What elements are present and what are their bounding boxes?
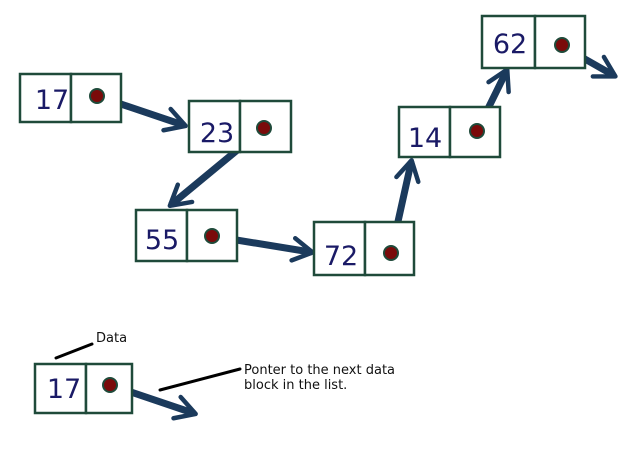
- pointer-label-line2: block in the list.: [244, 378, 347, 393]
- pointer-dot-icon: [102, 377, 118, 393]
- data-cell: [397, 105, 452, 159]
- list-node: 23: [187, 99, 293, 154]
- pointer-dot-icon: [554, 37, 570, 53]
- pointer-dot-icon: [89, 88, 105, 104]
- legend-node-value: 17: [47, 374, 81, 405]
- node-value: 17: [35, 85, 69, 116]
- data-label: Data: [96, 331, 127, 346]
- pointer-dot-icon: [204, 228, 220, 244]
- node-value: 72: [324, 241, 358, 272]
- legend: 17 Data Ponter to the next data block in…: [33, 331, 395, 421]
- data-cell: [480, 14, 537, 70]
- data-leader-line: [54, 342, 94, 360]
- pointer-dot-icon: [256, 120, 272, 136]
- data-cell: [134, 208, 189, 263]
- pointer-leader-line: [158, 367, 242, 392]
- legend-data-cell: [33, 362, 88, 415]
- list-node: 14: [397, 105, 502, 159]
- node-value: 62: [493, 29, 527, 60]
- list-node: 62: [480, 14, 587, 70]
- data-cell: [18, 72, 73, 124]
- pointer-dot-icon: [469, 123, 485, 139]
- pointer-cell: [533, 14, 587, 70]
- list-node: 55: [134, 208, 239, 263]
- node-value: 14: [408, 123, 442, 154]
- pointer-dot-icon: [383, 245, 399, 261]
- list-node: 17: [18, 72, 123, 124]
- node-value: 55: [145, 225, 179, 256]
- pointer-label-line1: Ponter to the next data: [244, 363, 395, 378]
- list-node: 72: [312, 220, 416, 277]
- node-value: 23: [200, 118, 234, 149]
